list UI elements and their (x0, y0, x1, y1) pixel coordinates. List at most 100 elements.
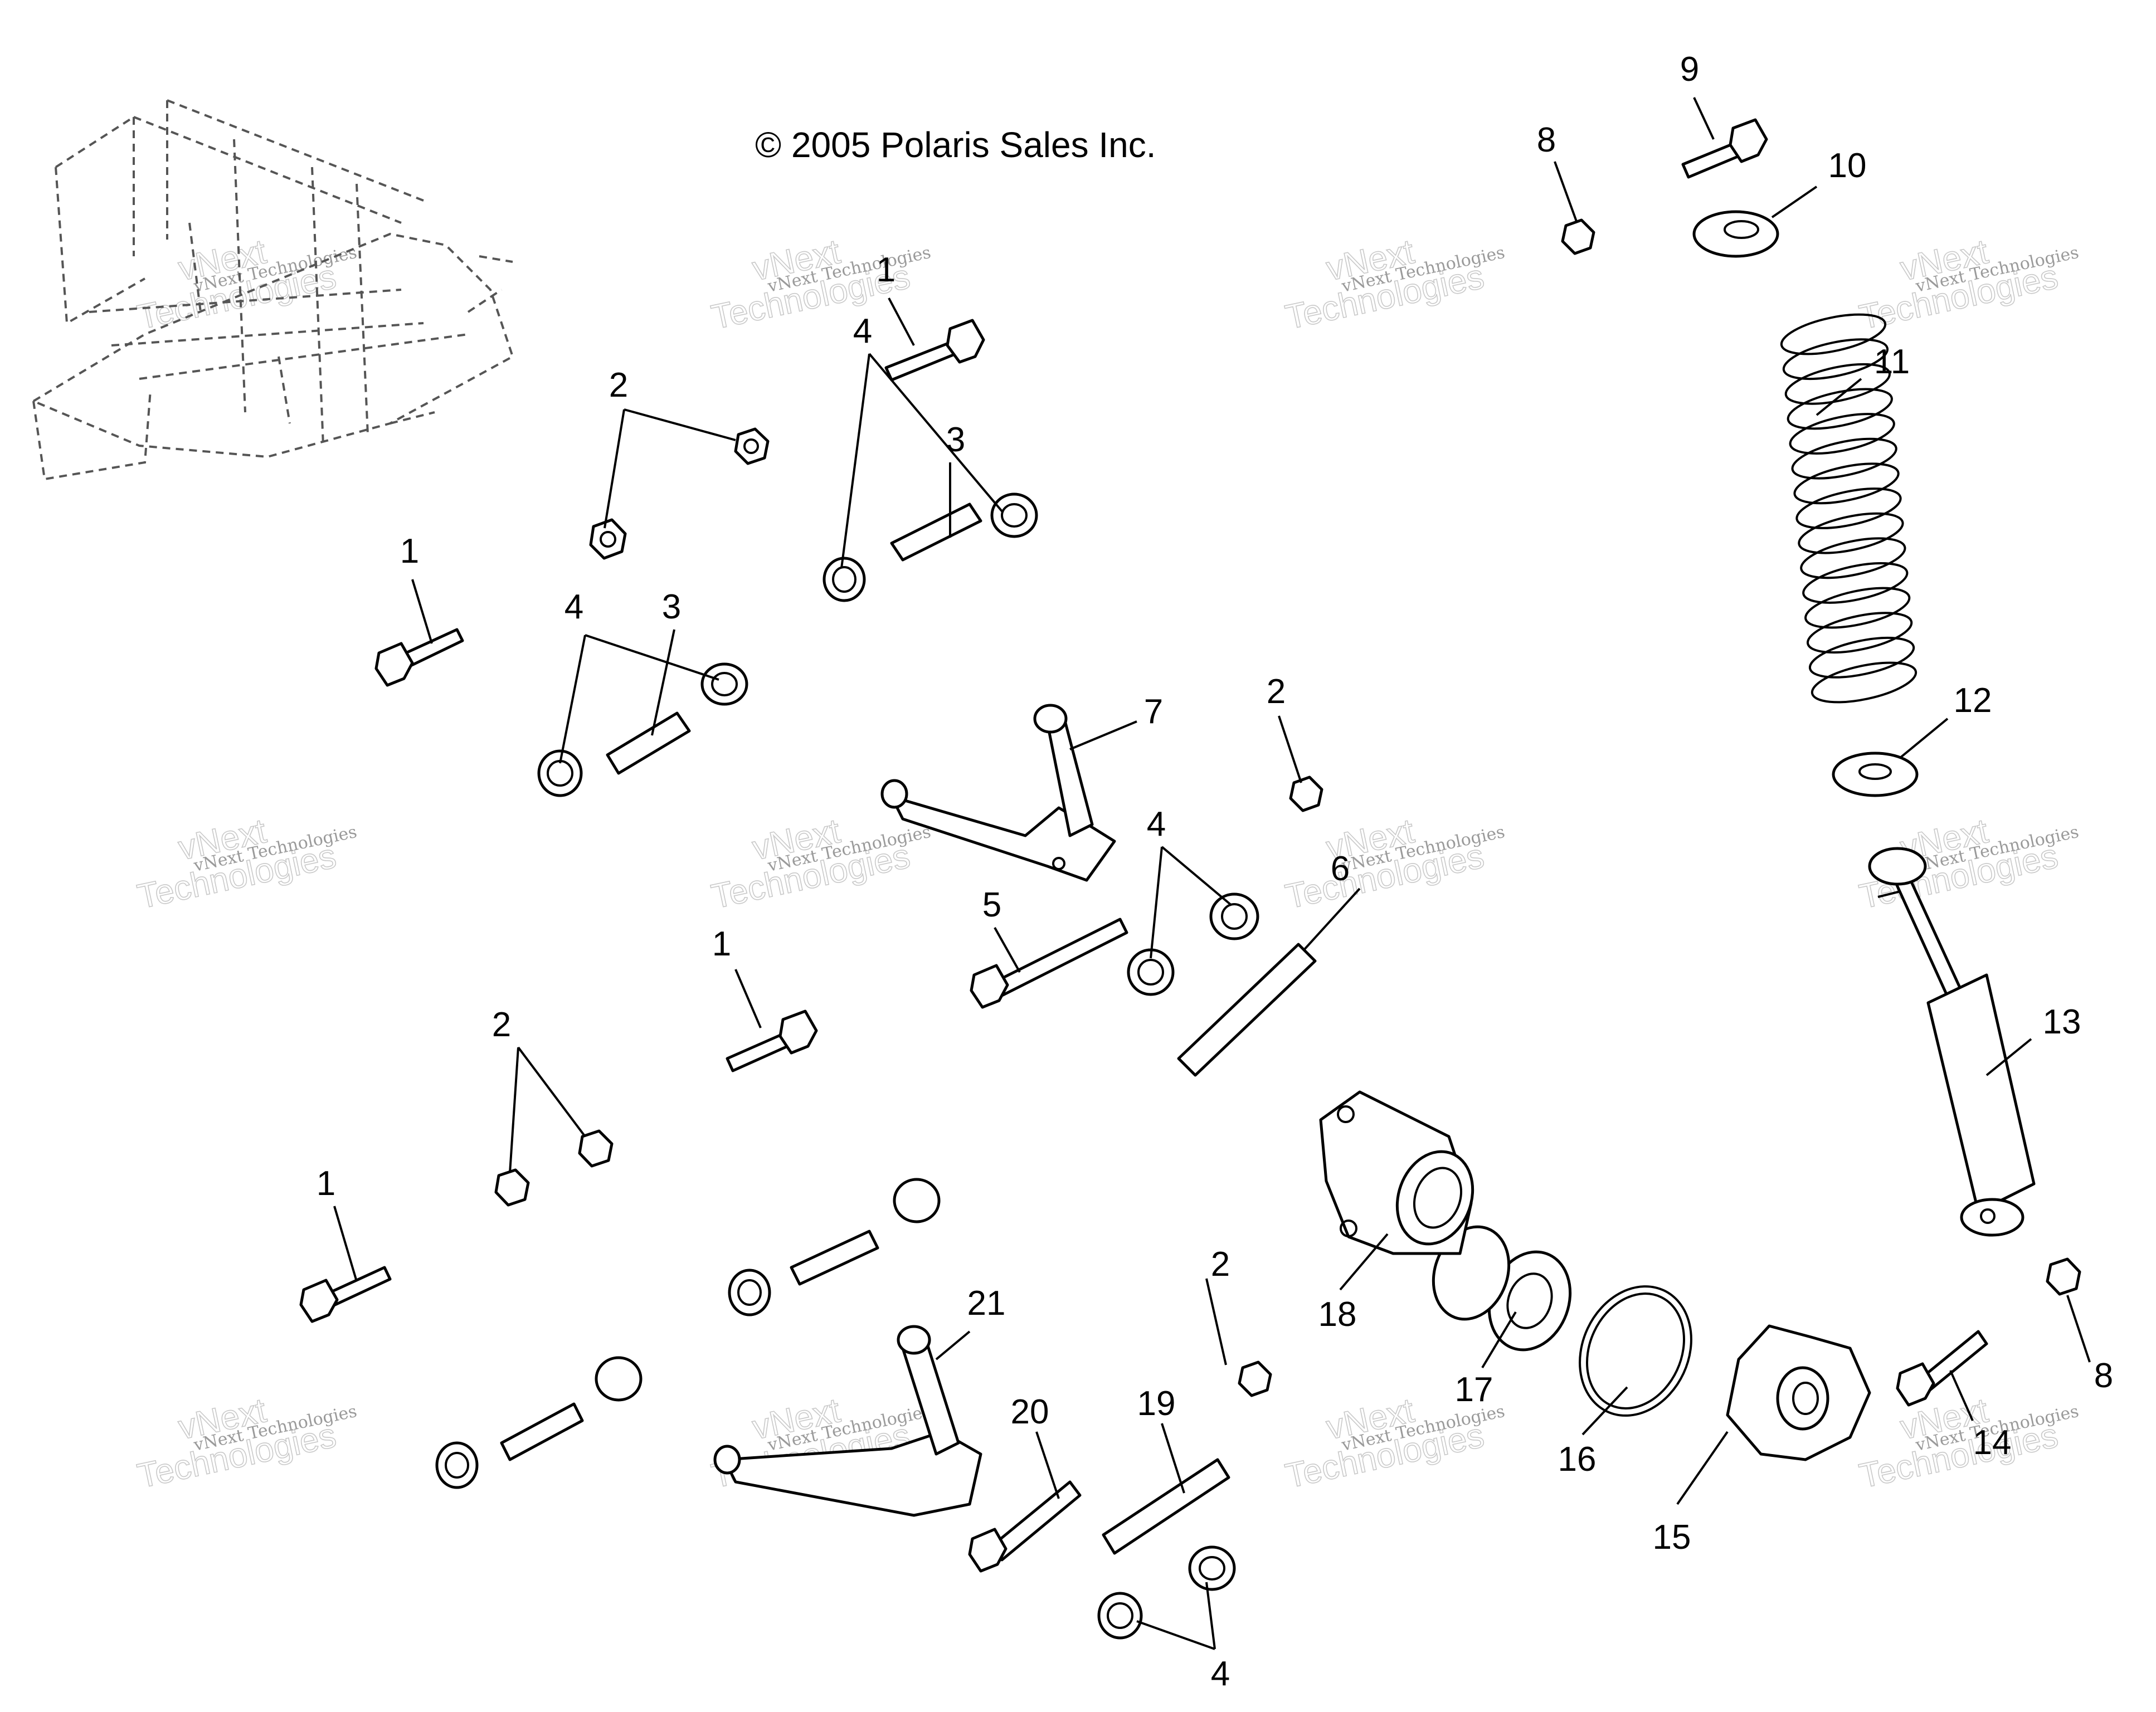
snap-ring-part-16 (1579, 1285, 1692, 1417)
callout-17: 17 (1455, 1370, 1493, 1409)
callout-4: 4 (853, 312, 872, 350)
callout-2: 2 (492, 1006, 511, 1044)
spring-coil (1798, 512, 1904, 554)
callout-4: 4 (564, 588, 583, 626)
leader-line (1554, 161, 1578, 223)
leader-line (1581, 1386, 1628, 1436)
nut-part-2 (589, 518, 627, 560)
watermark: vNext Technologies vNext Technologies (1282, 232, 1507, 337)
bolt-part-5 (970, 918, 1128, 1009)
leader-line (509, 1047, 519, 1173)
bushing-part-4 (823, 492, 1038, 602)
nut-part-2 (734, 427, 770, 465)
callout-18: 18 (1318, 1295, 1357, 1334)
nut-part-2 (1289, 775, 1323, 812)
leader-line (1676, 1431, 1729, 1505)
leader-line (1985, 1038, 2032, 1076)
leader-line (1693, 97, 1715, 140)
callout-15: 15 (1653, 1518, 1691, 1557)
upper-a-arm-part-7 (880, 704, 1116, 882)
leader-line (1949, 1370, 1974, 1421)
leader-line (2066, 1295, 2091, 1363)
callout-1: 1 (712, 925, 731, 963)
spring-coil (1787, 388, 1893, 430)
leader-line (624, 408, 736, 441)
leader-line (1205, 1278, 1227, 1365)
spring-coil (1800, 537, 1906, 579)
nut-part-2 (1238, 1360, 1272, 1397)
leader-line (559, 635, 586, 764)
leader-line (1161, 1423, 1185, 1494)
watermark: vNext Technologies vNext Technologies (1282, 811, 1507, 916)
callout-12: 12 (1954, 681, 1992, 720)
leader-line (333, 1206, 358, 1282)
leader-line (868, 353, 1004, 514)
leader-line (734, 969, 762, 1028)
watermark: vNext Technologies vNext Technologies (134, 232, 359, 337)
leader-line (840, 353, 870, 569)
leader-line (517, 1046, 586, 1138)
callout-2: 2 (1211, 1245, 1230, 1284)
bushing-part-4 (435, 1356, 643, 1489)
spring-coil (1791, 437, 1897, 480)
leader-line (1899, 718, 1949, 759)
watermark: vNext Technologies vNext Technologies (1856, 1391, 2081, 1496)
shock-absorber-part-13 (1868, 847, 2036, 1237)
spring-coil (1807, 612, 1913, 654)
leader-line (604, 409, 625, 529)
callout-6: 6 (1331, 850, 1350, 888)
pin-part-19 (1102, 1458, 1230, 1555)
bushing-part-4 (1097, 1545, 1236, 1640)
leader-line (1035, 1431, 1060, 1499)
bolt-part-14 (1896, 1330, 1988, 1407)
callout-4: 4 (1211, 1655, 1230, 1693)
bushing-part-4 (537, 662, 748, 797)
bolt-part-20 (968, 1480, 1082, 1573)
callout-1: 1 (317, 1164, 335, 1203)
leader-line (1481, 1311, 1517, 1369)
leader-line (585, 634, 719, 681)
leader-line (935, 1330, 971, 1360)
spring-coil (1808, 636, 1915, 679)
nut-part-8 (2046, 1257, 2081, 1296)
spring-coil (1780, 313, 1887, 355)
watermark: vNext Technologies vNext Technologies (1856, 232, 2081, 337)
callout-4: 4 (1147, 805, 1166, 843)
pin-part-3 (606, 711, 691, 775)
leader-line (411, 579, 433, 644)
spring-coil (1804, 587, 1911, 629)
pin-part-6 (1177, 943, 1317, 1077)
leader-line (1278, 715, 1302, 783)
callout-9: 9 (1680, 50, 1699, 89)
copyright-text: © 2005 Polaris Sales Inc. (755, 125, 1156, 165)
bushing-part-4 (1127, 892, 1259, 996)
callout-2: 2 (1267, 672, 1286, 711)
callout-19: 19 (1137, 1384, 1176, 1423)
callout-3: 3 (946, 421, 965, 459)
callout-11: 11 (1874, 343, 1910, 381)
callout-1: 1 (400, 532, 419, 570)
leader-line (1816, 378, 1862, 416)
leader-line (1069, 720, 1137, 750)
leader-line (651, 629, 675, 736)
hub-part-15 (1726, 1324, 1871, 1461)
spring-coil (1795, 487, 1902, 529)
callout-1: 1 (877, 251, 896, 289)
bolt-part-1 (374, 628, 464, 687)
callout-2: 2 (609, 366, 628, 404)
leader-line (1303, 887, 1361, 951)
callout-16: 16 (1558, 1440, 1597, 1479)
watermark: vNext Technologies vNext Technologies (134, 811, 359, 916)
callout-7: 7 (1144, 692, 1163, 731)
spring-part-11 (1780, 313, 1917, 704)
callout-20: 20 (1011, 1393, 1049, 1431)
leader-line (1771, 186, 1818, 218)
leader-line (1161, 846, 1233, 906)
spring-coil (1784, 363, 1891, 405)
watermark: vNext Technologies vNext Technologies (134, 1391, 359, 1496)
callout-10: 10 (1828, 147, 1867, 185)
callout-5: 5 (982, 886, 1001, 924)
spring-coil (1811, 661, 1917, 704)
callout-8: 8 (1537, 121, 1556, 159)
